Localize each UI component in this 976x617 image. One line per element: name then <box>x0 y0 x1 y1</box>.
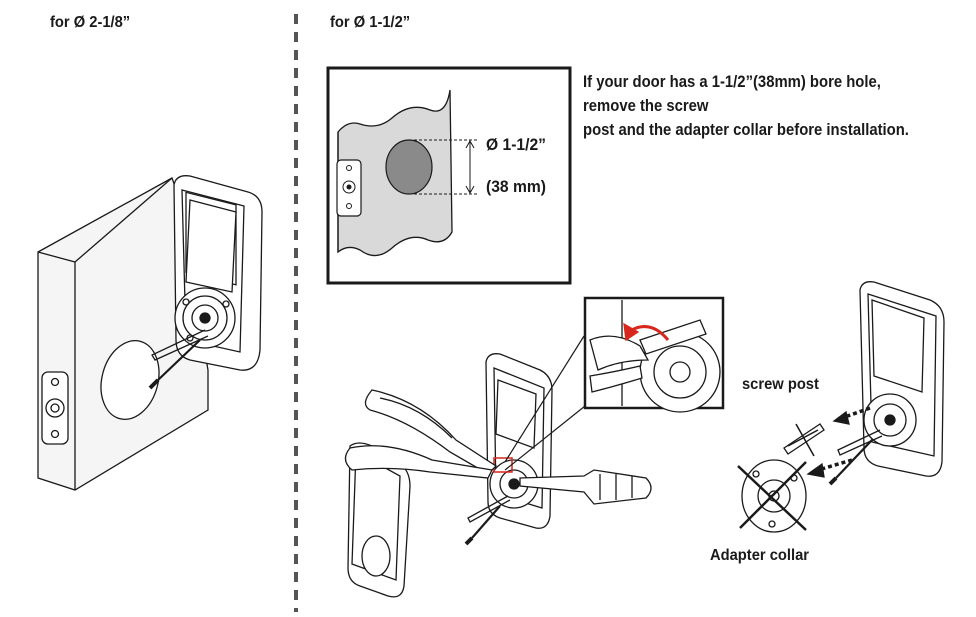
inset-diameter-label: Ø 1-1/2” <box>486 135 546 154</box>
zoom-detail-box <box>583 296 725 413</box>
left-door-assembly <box>37 175 263 491</box>
header-left-bore: for Ø 2-1/8” <box>50 14 131 31</box>
latch-plate <box>41 371 69 445</box>
right-lock-assembly <box>737 281 945 533</box>
cross-mark <box>737 465 807 531</box>
pliers <box>364 389 498 475</box>
motion-arrow-2 <box>817 458 853 472</box>
instruction-line-2: remove the screw <box>583 97 709 115</box>
bore-hole <box>100 340 160 420</box>
header-right-bore: for Ø 1-1/2” <box>330 14 411 31</box>
screw-post-label: screw post <box>742 376 819 393</box>
adapter-collar-label: Adapter collar <box>710 547 809 564</box>
mounting-screw <box>157 339 201 381</box>
instruction-line-1: If your door has a 1-1/2”(38mm) bore hol… <box>583 73 881 91</box>
screwdriver <box>519 469 652 505</box>
inset-metric-label: (38 mm) <box>486 177 546 196</box>
inset-bore-hole <box>385 139 433 195</box>
middle-pliers-assembly <box>344 335 652 598</box>
door-slab <box>37 177 209 491</box>
instruction-text: If your door has a 1-1/2”(38mm) bore hol… <box>583 70 909 142</box>
instruction-line-3: post and the adapter collar before insta… <box>583 121 909 139</box>
spindle <box>151 329 209 361</box>
inset-box <box>326 66 572 285</box>
